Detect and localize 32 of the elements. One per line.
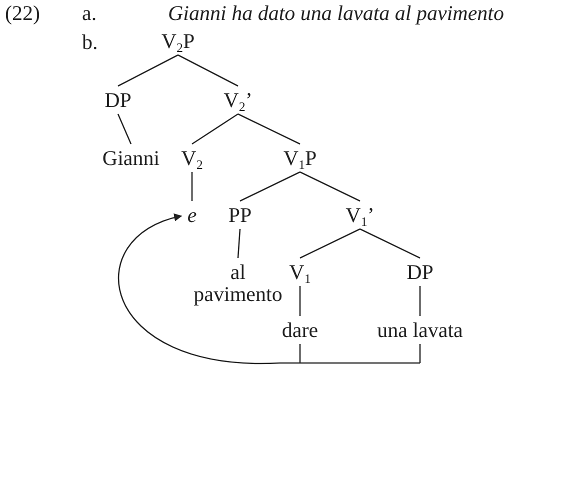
tree-node-label: V$_{1}$ (289, 261, 311, 283)
example-number: a. (82, 2, 97, 24)
movement-arrow (118, 214, 421, 364)
tree-branch (192, 113, 238, 145)
tree-branch (300, 171, 360, 202)
tree-node-label: V$_{1}$’ (346, 204, 374, 226)
tree-node-label: e (187, 204, 197, 226)
tree-node-label: DP (406, 261, 434, 283)
tree-branch (191, 172, 193, 201)
tree-branch (237, 228, 241, 258)
tree-branch (300, 228, 360, 259)
tree-branch (240, 171, 300, 202)
example-sentence: Gianni ha dato una lavata al pavimento (168, 2, 504, 24)
tree-branch (118, 54, 178, 87)
tree-node-label: V$_{2}$’ (224, 89, 252, 111)
example-number: b. (82, 31, 98, 53)
tree-branch (117, 114, 132, 144)
tree-node-label: Gianni (102, 147, 160, 169)
tree-node-label: V$_{2}$ (181, 147, 203, 169)
tree-branch (299, 286, 301, 316)
example-number: (22) (5, 2, 40, 24)
tree-node-label: al pavimento (193, 261, 283, 305)
tree-branch (419, 286, 421, 316)
tree-node-label: dare (282, 319, 318, 341)
tree-branch (238, 113, 300, 145)
tree-node-label: DP (104, 89, 132, 111)
tree-branch (360, 228, 420, 259)
tree-node-label: V$_{1}$P (283, 147, 317, 169)
tree-branch (178, 54, 238, 87)
tree-node-label: PP (228, 204, 252, 226)
tree-node-label: una lavata (377, 319, 463, 341)
tree-node-label: V$_{2}$P (161, 30, 195, 52)
